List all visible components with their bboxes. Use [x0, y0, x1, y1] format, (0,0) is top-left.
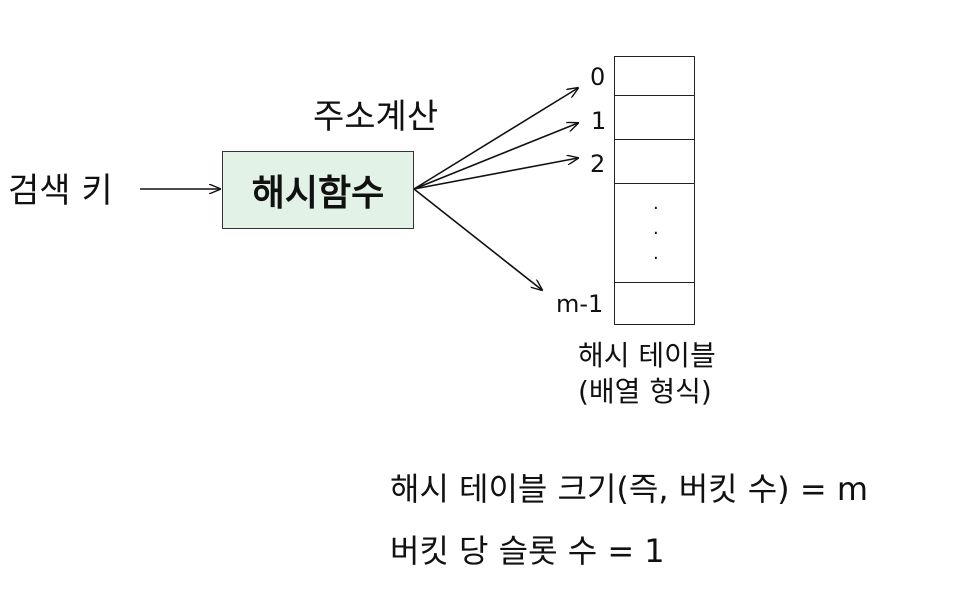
- arrow-to-slot-m-1: [413, 188, 542, 290]
- note-table-size: 해시 테이블 크기(즉, 버킷 수) = m: [390, 470, 868, 508]
- ellipsis-dot: ·: [653, 223, 659, 244]
- note-slots-per-bucket: 버킷 당 슬롯 수 = 1: [390, 532, 665, 570]
- table-index-1: 1: [591, 107, 607, 135]
- slot-divider: [615, 95, 694, 96]
- table-caption-line1: 해시 테이블: [578, 339, 716, 372]
- table-caption-line2: (배열 형식): [578, 375, 712, 408]
- arrow-to-slot-2: [413, 158, 578, 190]
- table-index-m-1: m-1: [556, 290, 604, 318]
- arrow-to-slot-0: [413, 88, 578, 190]
- ellipsis-dot: ·: [653, 198, 659, 219]
- table-index-0: 0: [590, 63, 606, 91]
- hash-function-label: 해시함수: [251, 173, 385, 214]
- hash-function-box: 해시함수: [222, 151, 414, 229]
- slot-divider: [615, 183, 694, 184]
- slot-divider: [615, 282, 694, 283]
- ellipsis-dot: ·: [653, 248, 659, 269]
- hash-table: · · ·: [614, 56, 695, 325]
- search-key-label: 검색 키: [8, 171, 113, 211]
- address-calc-label: 주소계산: [313, 97, 439, 137]
- arrow-to-slot-1: [413, 123, 578, 190]
- table-index-2: 2: [590, 150, 606, 178]
- slot-divider: [615, 139, 694, 140]
